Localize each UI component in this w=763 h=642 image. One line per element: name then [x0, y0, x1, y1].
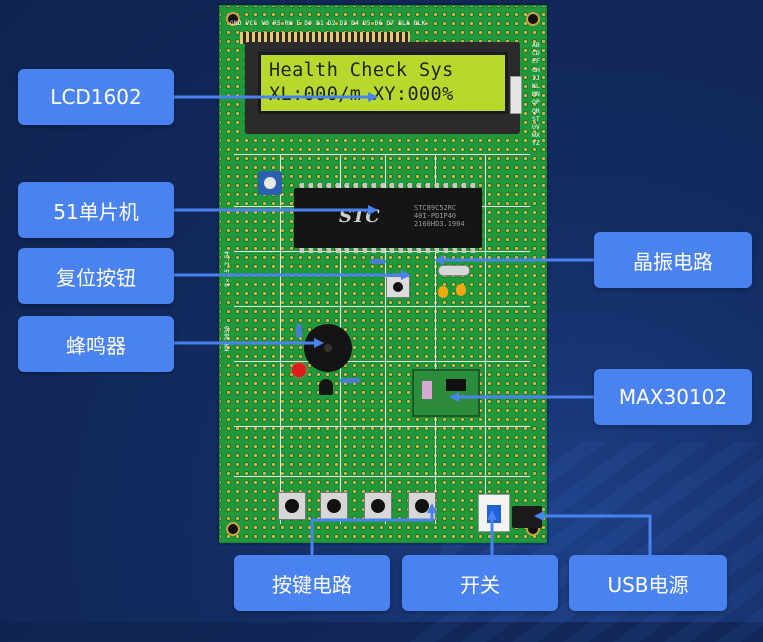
callout-crystal: 晶振电路	[594, 232, 752, 288]
key-button-4	[408, 492, 436, 520]
lcd-line-2: XL:000/m XY:000%	[269, 84, 454, 105]
max30102-sensor-module	[412, 369, 480, 417]
buzzer	[304, 324, 352, 372]
lcd-connector	[510, 76, 522, 114]
callout-keys: 按键电路	[234, 555, 390, 611]
callout-sensor: MAX30102	[594, 369, 752, 425]
callout-usb: USB电源	[569, 555, 727, 611]
silkscreen-model: KM 3030	[224, 326, 231, 352]
key-button-1	[278, 492, 306, 520]
mcu-marking: STC89C52RC 40I-PDIP40 2160HD3.1904	[414, 204, 465, 228]
lcd-pin-header	[240, 32, 410, 44]
capacitor	[456, 284, 466, 296]
transistor	[319, 379, 333, 395]
contrast-potentiometer	[258, 171, 282, 195]
mounting-hole	[226, 12, 240, 26]
lcd-line-1: Health Check Sys	[269, 60, 454, 81]
callout-mcu: 51单片机	[18, 182, 174, 238]
mounting-hole	[526, 12, 540, 26]
crystal-oscillator	[438, 265, 470, 276]
key-button-2	[320, 492, 348, 520]
reset-button	[386, 276, 410, 298]
resistor	[370, 259, 386, 264]
lcd-screen: Health Check Sys XL:000/m XY:000%	[258, 52, 508, 114]
mcu-chip: STC STC89C52RC 40I-PDIP40 2160HD3.1904	[294, 183, 482, 253]
pcb-board: GND VCC V0 RS RW E D0 D1 D2 D3 D4 D5 D6 …	[219, 5, 547, 543]
silkscreen-board-size: 9×15 2.54	[224, 251, 231, 287]
lcd1602-module: Health Check Sys XL:000/m XY:000%	[245, 42, 520, 134]
silkscreen-row-letters: ABCDEFGHIJKLMNOPQRSTUVWXYZ	[532, 41, 540, 148]
capacitor	[438, 286, 448, 298]
key-button-3	[364, 492, 392, 520]
callout-reset: 复位按钮	[18, 248, 174, 304]
mounting-hole	[226, 522, 240, 536]
silkscreen-pin-labels: GND VCC V0 RS RW E D0 D1 D2 D3 D4 D5 D6 …	[230, 20, 426, 27]
resistor	[340, 378, 360, 383]
resistor	[296, 324, 302, 338]
power-switch	[478, 494, 510, 532]
mcu-logo: STC	[339, 206, 380, 227]
callout-buzzer: 蜂鸣器	[18, 316, 174, 372]
callout-lcd: LCD1602	[18, 69, 174, 125]
callout-switch: 开关	[402, 555, 558, 611]
usb-power-connector	[512, 506, 542, 528]
red-led	[292, 363, 306, 377]
